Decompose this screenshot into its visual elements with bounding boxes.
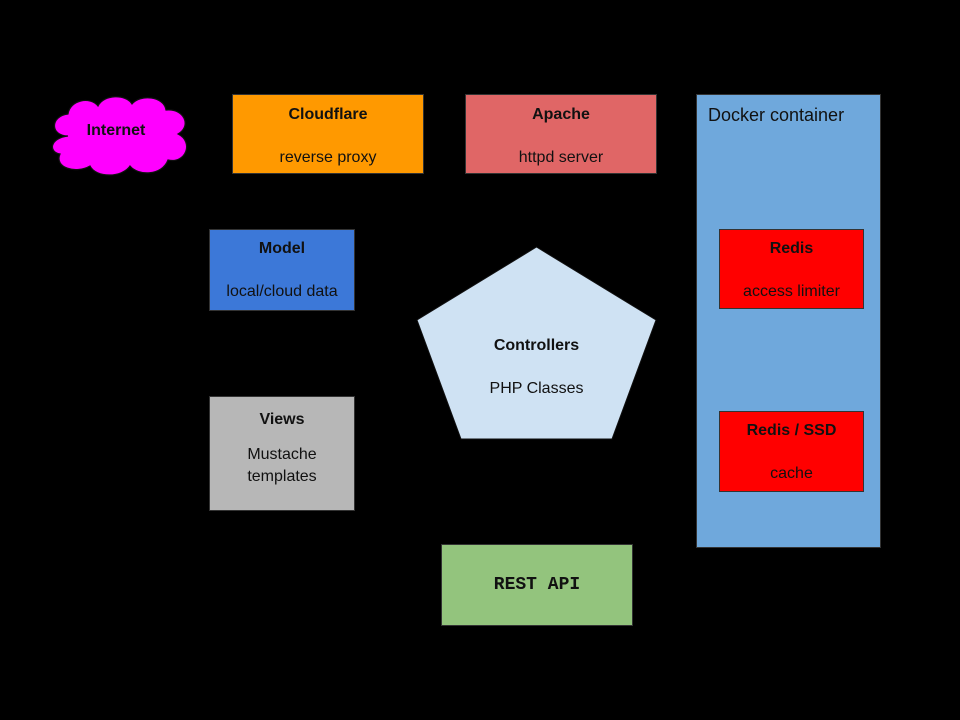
controllers-pentagon <box>416 246 657 440</box>
controllers-subtitle: PHP Classes <box>489 380 584 397</box>
controllers-node: Controllers PHP Classes <box>416 336 657 400</box>
redis-limiter-node: Redis access limiter <box>719 229 864 309</box>
controllers-title: Controllers <box>493 337 580 354</box>
views-title: Views <box>259 411 305 428</box>
views-subtitle-line1: Mustache <box>247 446 317 463</box>
redis-limiter-title: Redis <box>769 240 814 257</box>
internet-label: Internet <box>86 122 146 139</box>
apache-subtitle: httpd server <box>518 149 604 166</box>
internet-cloud-shape <box>51 96 188 176</box>
views-subtitle-line2: templates <box>247 468 317 485</box>
apache-node: Apache httpd server <box>465 94 657 174</box>
cloudflare-title: Cloudflare <box>288 106 368 123</box>
cloudflare-subtitle: reverse proxy <box>279 149 377 166</box>
rest-api-title: REST API <box>493 575 581 595</box>
redis-cache-subtitle: cache <box>770 465 813 482</box>
docker-container-title: Docker container <box>708 105 845 125</box>
model-node: Model local/cloud data <box>209 229 355 311</box>
apache-title: Apache <box>532 106 590 123</box>
redis-cache-node: Redis / SSD cache <box>719 411 864 492</box>
controllers-pentagon-shape <box>416 246 657 440</box>
redis-limiter-subtitle: access limiter <box>743 283 840 300</box>
internet-cloud-icon <box>51 96 188 176</box>
model-title: Model <box>258 240 306 257</box>
rest-api-node: REST API <box>441 544 633 626</box>
views-node: Views Mustache templates <box>209 396 355 511</box>
model-subtitle: local/cloud data <box>226 283 338 300</box>
redis-cache-title: Redis / SSD <box>746 422 837 439</box>
cloudflare-node: Cloudflare reverse proxy <box>232 94 424 174</box>
